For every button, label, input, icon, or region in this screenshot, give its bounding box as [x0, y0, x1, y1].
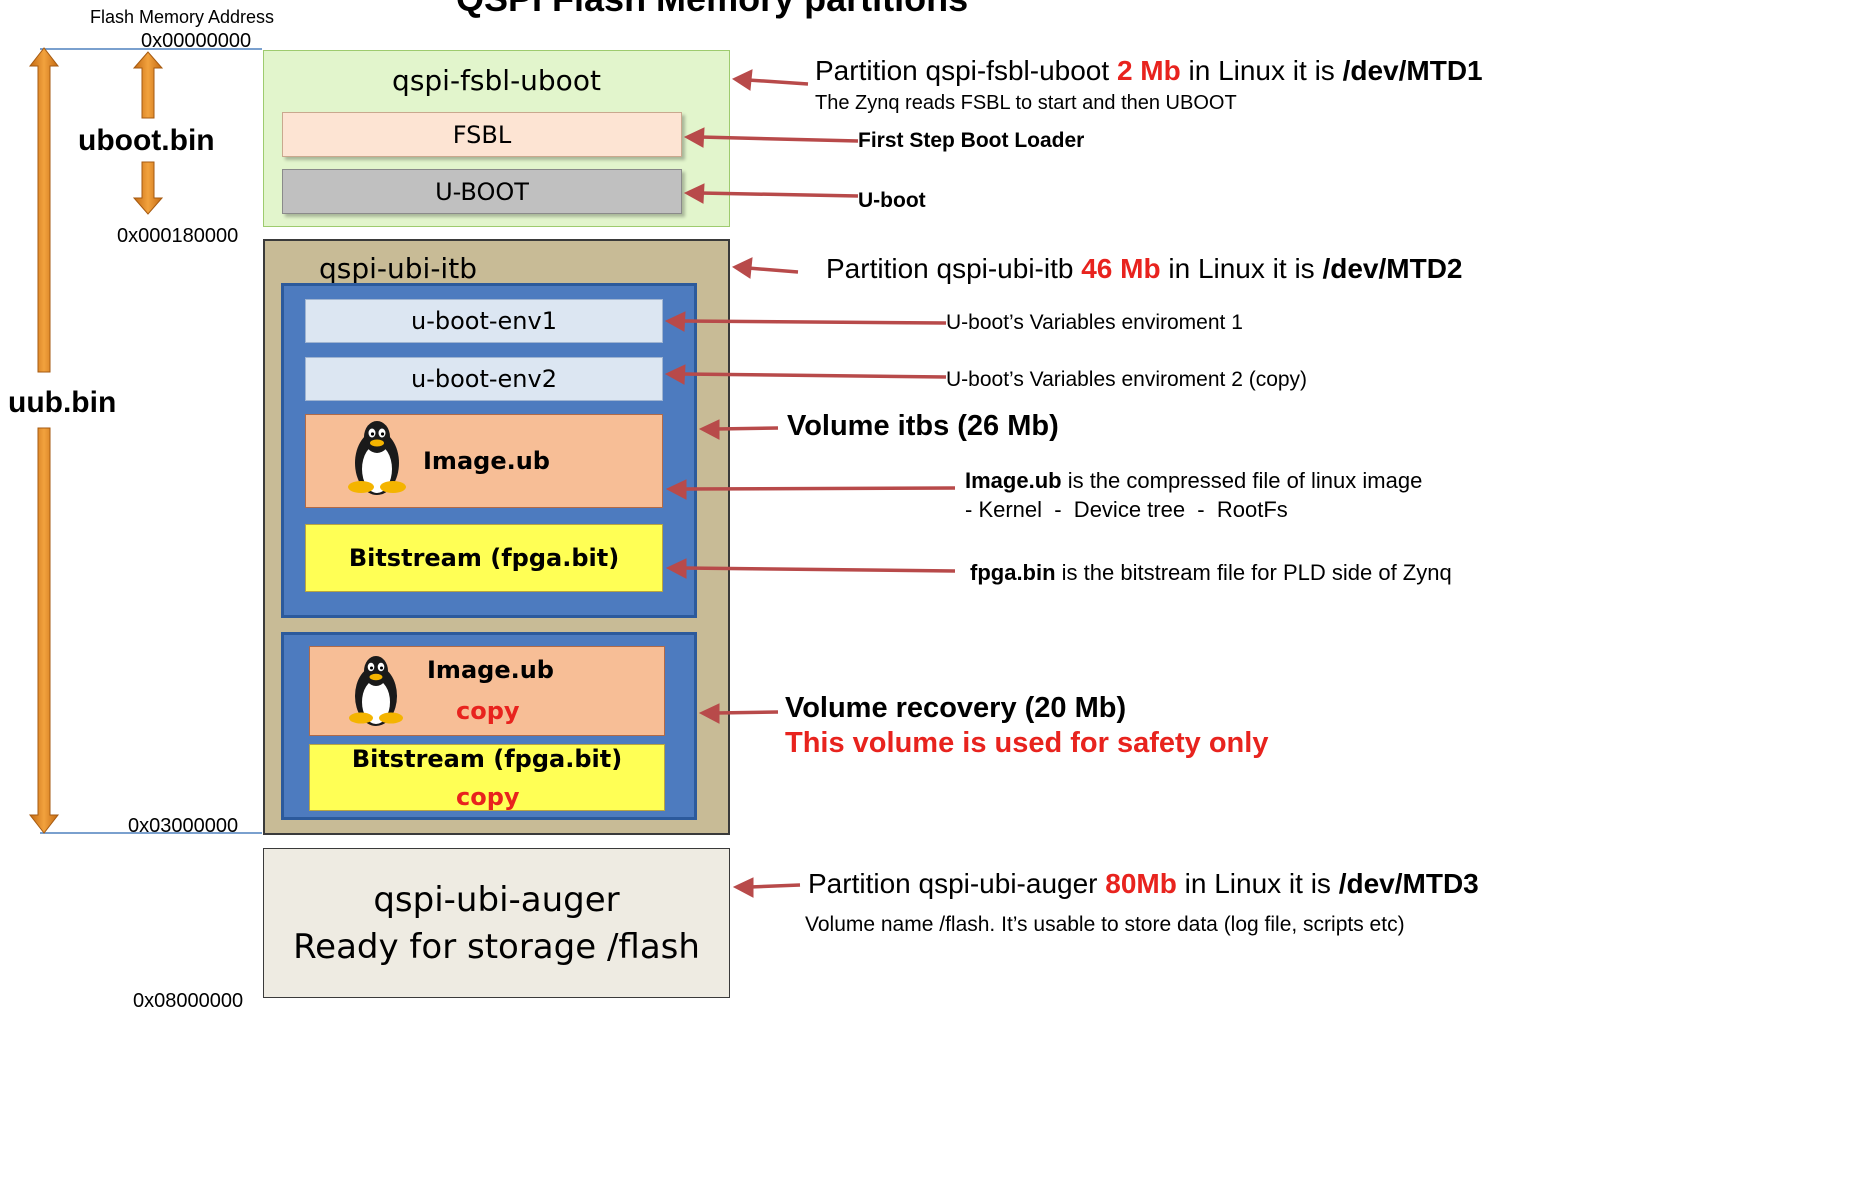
p2-desc-size: 46 Mb [1081, 253, 1161, 284]
arrow-env1 [664, 311, 947, 332]
partition-1-name: qspi-fsbl-uboot [392, 64, 601, 97]
p2-desc-mid: in Linux it is [1160, 253, 1323, 284]
partition-1-description: Partition qspi-fsbl-uboot 2 Mb in Linux … [815, 55, 1483, 87]
partition-3-subdescription: Volume name /flash. It’s usable to store… [805, 913, 1405, 936]
p2-desc-pre: Partition qspi-ubi-itb [826, 253, 1082, 284]
partition-3-name: qspi-ubi-auger [373, 880, 620, 920]
arrow-image-ub [665, 479, 956, 500]
p3-desc-pre: Partition qspi-ubi-auger [808, 868, 1106, 899]
image-note-rest: is the compressed file of linux image [1061, 468, 1423, 493]
partition-2-description: Partition qspi-ubi-itb 46 Mb in Linux it… [826, 253, 1462, 285]
volume-recovery-note: This volume is used for safety only [785, 727, 1269, 759]
p3-desc-size: 80Mb [1105, 868, 1177, 899]
image-ub-label: Image.ub [423, 447, 550, 475]
fsbl-block: FSBL [282, 112, 682, 157]
p3-desc-dev: /dev/MTD3 [1338, 868, 1479, 899]
partition-3-description: Partition qspi-ubi-auger 80Mb in Linux i… [808, 868, 1479, 900]
p2-desc-dev: /dev/MTD2 [1322, 253, 1463, 284]
linux-penguin-icon-recovery [349, 656, 403, 726]
image-ub-note-line2: - Kernel - Device tree - RootFs [965, 497, 1288, 522]
arrow-volume-recovery [698, 703, 779, 724]
uboot-bin-label: uboot.bin [78, 124, 215, 157]
uboot-block: U-BOOT [282, 169, 682, 214]
arrow-env2 [664, 364, 947, 385]
env1-note: U-boot’s Variables enviroment 1 [946, 311, 1243, 334]
arrow-partition-3 [732, 877, 801, 898]
arrow-fpga [665, 558, 956, 579]
p1-desc-dev: /dev/MTD1 [1342, 55, 1483, 86]
address-2: 0x03000000 [128, 815, 239, 837]
p3-desc-mid: in Linux it is [1176, 868, 1339, 899]
arrow-uboot [683, 183, 859, 204]
recovery-image-copy-label: copy [456, 697, 520, 725]
arrow-partition-1 [731, 69, 809, 91]
pointer-arrows [664, 69, 956, 898]
uub-bin-label: uub.bin [8, 386, 117, 419]
arrow-partition-2 [731, 257, 799, 279]
partition-1-subdescription: The Zynq reads FSBL to start and then UB… [815, 92, 1237, 114]
address-1: 0x000180000 [117, 225, 239, 247]
address-3: 0x08000000 [133, 990, 244, 1012]
linux-penguin-icon [348, 421, 406, 495]
fpga-note-bold: fpga.bin [970, 560, 1056, 585]
uboot-env1-block: u-boot-env1 [305, 299, 663, 343]
image-ub-note: Image.ub is the compressed file of linux… [965, 468, 1422, 494]
recovery-image-ub-label: Image.ub [427, 656, 554, 684]
diagram-title: QSPI Flash Memory partitions [456, 0, 968, 20]
p1-desc-pre: Partition qspi-fsbl-uboot [815, 55, 1117, 86]
env2-note: U-boot’s Variables enviroment 2 (copy) [946, 368, 1308, 391]
fpga-note: fpga.bin is the bitstream file for PLD s… [970, 560, 1452, 586]
address-header: Flash Memory Address [90, 7, 275, 27]
p1-desc-size: 2 Mb [1116, 55, 1181, 86]
recovery-bitstream-label: Bitstream (fpga.bit) [351, 745, 623, 773]
uboot-size-arrow [132, 51, 164, 215]
uboot-env2-block: u-boot-env2 [305, 357, 663, 401]
arrow-fsbl [683, 127, 859, 148]
address-0: 0x00000000 [141, 30, 252, 52]
fsbl-note: First Step Boot Loader [858, 129, 1085, 152]
p1-desc-mid: in Linux it is [1180, 55, 1343, 86]
bitstream-block: Bitstream (fpga.bit) [305, 524, 663, 592]
partition-2-name: qspi-ubi-itb [319, 252, 477, 285]
arrow-volume-itbs [698, 419, 779, 440]
recovery-bitstream-block [309, 744, 665, 811]
volume-recovery-label: Volume recovery (20 Mb) [785, 692, 1127, 724]
uboot-note: U-boot [858, 189, 926, 212]
partition-qspi-ubi-auger [263, 848, 730, 998]
volume-itbs-label: Volume itbs (26 Mb) [787, 410, 1059, 442]
partition-3-subtitle: Ready for storage /flash [293, 927, 700, 967]
fpga-note-rest: is the bitstream file for PLD side of Zy… [1055, 560, 1452, 585]
recovery-bitstream-copy-label: copy [456, 783, 520, 811]
image-note-bold: Image.ub [965, 468, 1062, 493]
uub-size-arrow [28, 47, 60, 834]
